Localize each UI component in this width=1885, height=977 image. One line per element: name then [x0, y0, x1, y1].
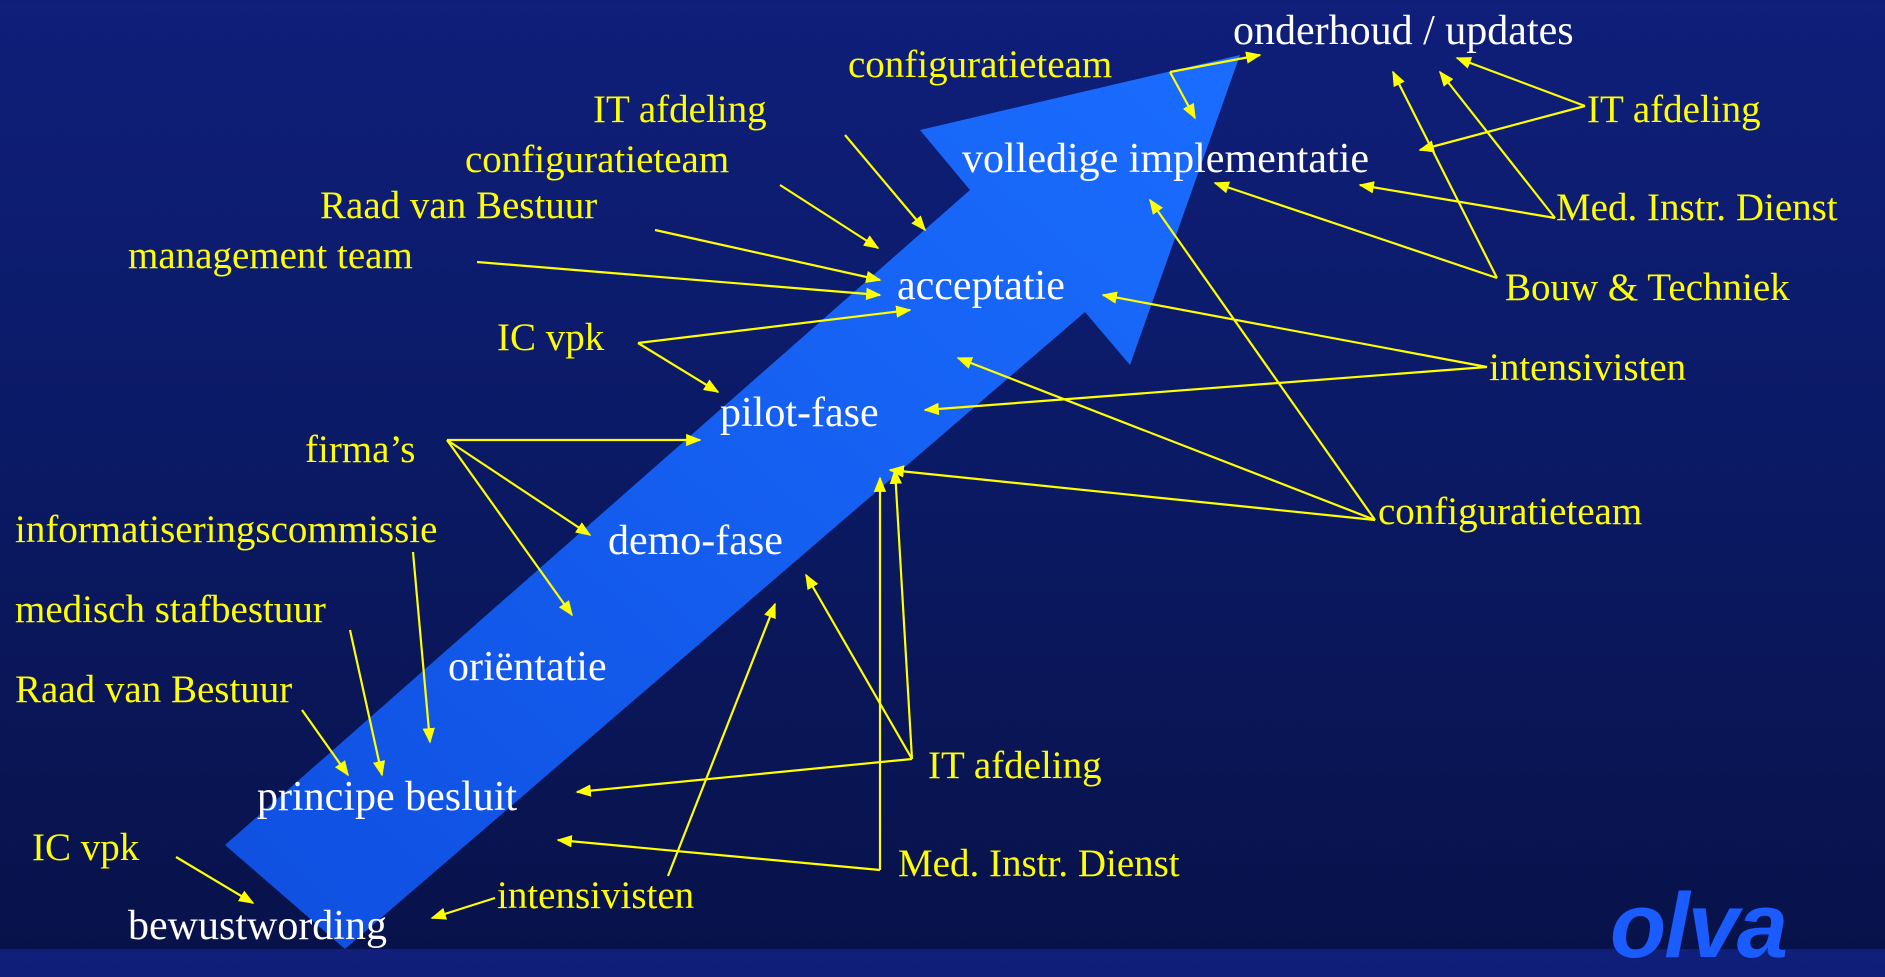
connector [1392, 70, 1498, 279]
actor-informatiseringscommissie: informatiseringscommissie [15, 508, 438, 551]
phase-principe-besluit: principe besluit [257, 774, 518, 820]
phase-onderhoud-updates: onderhoud / updates [1233, 8, 1574, 54]
connector [1439, 70, 1556, 219]
phase-acceptatie: acceptatie [897, 263, 1065, 309]
actor-intensivisten-bottom: intensivisten [497, 874, 695, 917]
connector [779, 184, 880, 249]
connector [556, 835, 881, 872]
actor-raad-van-bestuur-upper: Raad van Bestuur [320, 184, 598, 227]
actor-intensivisten-right: intensivisten [1489, 346, 1687, 389]
actor-ic-vpk-bottom: IC vpk [32, 826, 140, 869]
actor-med-instr-dienst-right: Med. Instr. Dienst [1556, 186, 1838, 229]
connector [1169, 71, 1196, 120]
connector [411, 551, 435, 744]
connector [956, 356, 1376, 522]
connector [446, 439, 592, 536]
connector [805, 573, 913, 760]
connector [1149, 198, 1376, 521]
connector [888, 465, 1376, 522]
implementation-roadmap: onderhoud / updates volledige implementa… [15, 8, 1838, 972]
connector [476, 260, 882, 301]
actor-management-team: management team [128, 234, 413, 277]
actor-raad-van-bestuur-lower: Raad van Bestuur [15, 668, 293, 711]
connector [175, 856, 255, 904]
actor-ic-vpk-mid: IC vpk [497, 316, 605, 359]
progress-arrow [225, 55, 1240, 949]
connector-lines [175, 51, 1586, 920]
connector [1455, 56, 1586, 108]
connector [1213, 181, 1498, 280]
actor-medisch-stafbestuur: medisch stafbestuur [15, 588, 326, 631]
connector [446, 439, 573, 617]
phase-pilot-fase: pilot-fase [720, 390, 879, 436]
phase-volledige-implementatie: volledige implementatie [962, 136, 1370, 182]
actor-bouw-techniek: Bouw & Techniek [1505, 266, 1790, 309]
connector [889, 468, 914, 760]
connector [430, 896, 496, 920]
actor-med-instr-dienst-bottom: Med. Instr. Dienst [898, 842, 1180, 885]
actor-configuratieteam-right: configuratieteam [1378, 490, 1643, 533]
connector [301, 709, 349, 777]
actor-firmas: firma’s [305, 428, 416, 471]
olva-logo: olva [1610, 875, 1788, 977]
connector [666, 602, 777, 877]
connector [348, 629, 386, 777]
phase-bewustwording: bewustwording [128, 903, 387, 949]
actor-it-afdeling-bottom: IT afdeling [928, 744, 1102, 787]
connector [844, 134, 926, 232]
connector [923, 365, 1488, 416]
actor-configuratieteam-top: configuratieteam [848, 43, 1113, 86]
phase-orientatie: oriëntatie [448, 644, 607, 690]
diagram-graphics [175, 51, 1586, 949]
connector [1418, 104, 1586, 153]
connector [654, 228, 882, 284]
connector [637, 305, 912, 345]
actor-it-afdeling-upper-left: IT afdeling [593, 88, 767, 131]
connector [575, 757, 913, 797]
connector [1169, 51, 1262, 74]
connector [1101, 291, 1488, 369]
actor-configuratieteam-left: configuratieteam [465, 138, 730, 181]
actor-it-afdeling-right: IT afdeling [1587, 88, 1761, 131]
phase-demo-fase: demo-fase [608, 518, 783, 564]
connector [637, 342, 720, 393]
